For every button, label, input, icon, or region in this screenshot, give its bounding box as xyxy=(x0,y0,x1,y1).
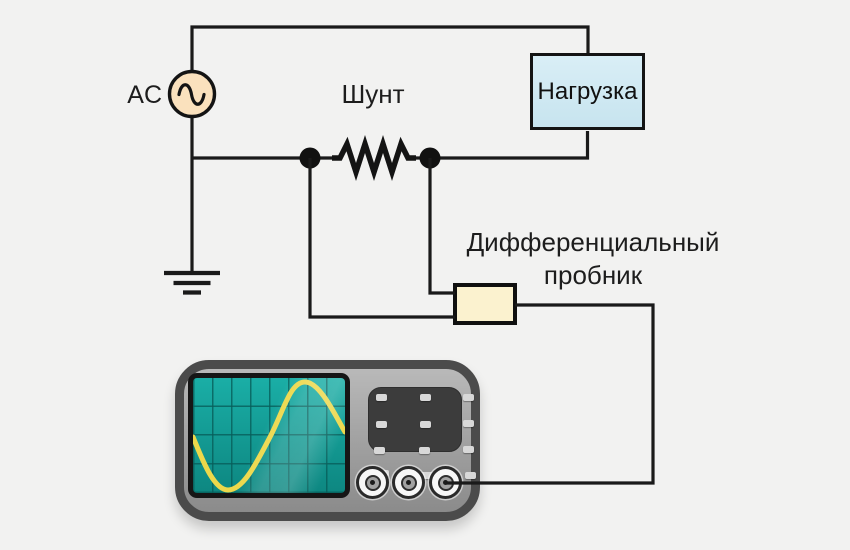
junction-node-left xyxy=(299,147,321,169)
scope-button xyxy=(465,472,476,479)
ground-symbol xyxy=(164,270,220,295)
scope-button xyxy=(463,446,474,453)
wire-shunt-to-load xyxy=(410,131,590,160)
ac-source-label: AC xyxy=(127,81,162,109)
oscilloscope-screen-frame xyxy=(188,373,350,498)
differential-probe-label: Дифференциальный пробник xyxy=(441,226,745,292)
scope-button xyxy=(420,421,431,428)
scope-button xyxy=(376,394,387,401)
oscilloscope-screen xyxy=(193,378,345,493)
differential-probe-label-line1: Дифференциальный xyxy=(466,227,720,257)
scope-button xyxy=(463,394,474,401)
screen-gloss xyxy=(193,378,345,493)
scope-button xyxy=(420,394,431,401)
wire-tap-left xyxy=(308,158,455,319)
scope-button xyxy=(419,447,430,454)
shunt-label: Шунт xyxy=(341,79,405,109)
bnc-connector-pin xyxy=(443,480,448,485)
bnc-connector-ring xyxy=(364,474,381,491)
shunt-resistor-symbol xyxy=(332,135,416,181)
bnc-connector-pin xyxy=(370,480,375,485)
oscilloscope xyxy=(175,360,480,521)
load-label: Нагрузка xyxy=(537,77,638,105)
sine-trace xyxy=(193,379,345,493)
load-box: Нагрузка xyxy=(530,53,645,130)
differential-probe-box xyxy=(453,283,517,325)
ac-source-symbol xyxy=(167,69,217,119)
differential-probe-label-line2: пробник xyxy=(543,260,643,290)
scope-button xyxy=(463,420,474,427)
bnc-connector-pin xyxy=(406,480,411,485)
ac-sine-icon xyxy=(177,83,206,106)
scope-button xyxy=(374,447,385,454)
bnc-connector-2 xyxy=(392,466,425,499)
bnc-connector-ring xyxy=(400,474,417,491)
bnc-connector-ring xyxy=(437,474,454,491)
connector-tab xyxy=(420,472,433,479)
bnc-connector-1 xyxy=(356,466,389,499)
bnc-connector-3 xyxy=(429,466,462,499)
wire-top-loop xyxy=(190,25,590,71)
junction-node-right xyxy=(419,147,441,169)
scope-button xyxy=(376,421,387,428)
